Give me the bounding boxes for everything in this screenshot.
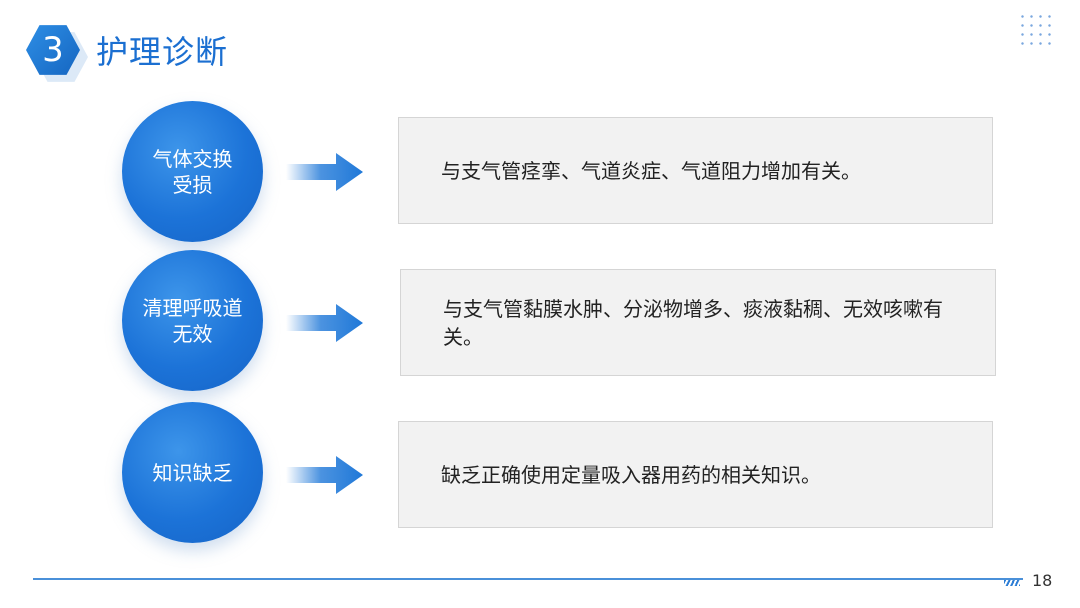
stripe-decoration-icon xyxy=(1004,580,1020,586)
diagnosis-description-1: 与支气管痉挛、气道炎症、气道阻力增加有关。 xyxy=(398,117,993,224)
section-number: 3 xyxy=(42,30,64,70)
diagnosis-label-1: 气体交换 受损 xyxy=(152,146,233,197)
diagnosis-label-3: 知识缺乏 xyxy=(152,460,233,485)
diagnosis-label-2: 清理呼吸道 无效 xyxy=(142,295,243,346)
diagnosis-circle-1: 气体交换 受损 xyxy=(122,101,263,242)
diagnosis-description-3: 缺乏正确使用定量吸入器用药的相关知识。 xyxy=(398,421,993,528)
arrow-right-icon xyxy=(286,304,363,342)
diagnosis-description-2: 与支气管黏膜水肿、分泌物增多、痰液黏稠、无效咳嗽有关。 xyxy=(400,269,996,376)
diagnosis-circle-2: 清理呼吸道 无效 xyxy=(122,250,263,391)
arrow-right-icon xyxy=(286,153,363,191)
diagnosis-circle-3: 知识缺乏 xyxy=(122,402,263,543)
page-number: 18 xyxy=(1032,571,1053,590)
footer-divider xyxy=(33,578,1023,580)
dot-grid-icon xyxy=(1018,12,1054,48)
arrow-right-icon xyxy=(286,456,363,494)
page-title: 护理诊断 xyxy=(96,33,229,71)
